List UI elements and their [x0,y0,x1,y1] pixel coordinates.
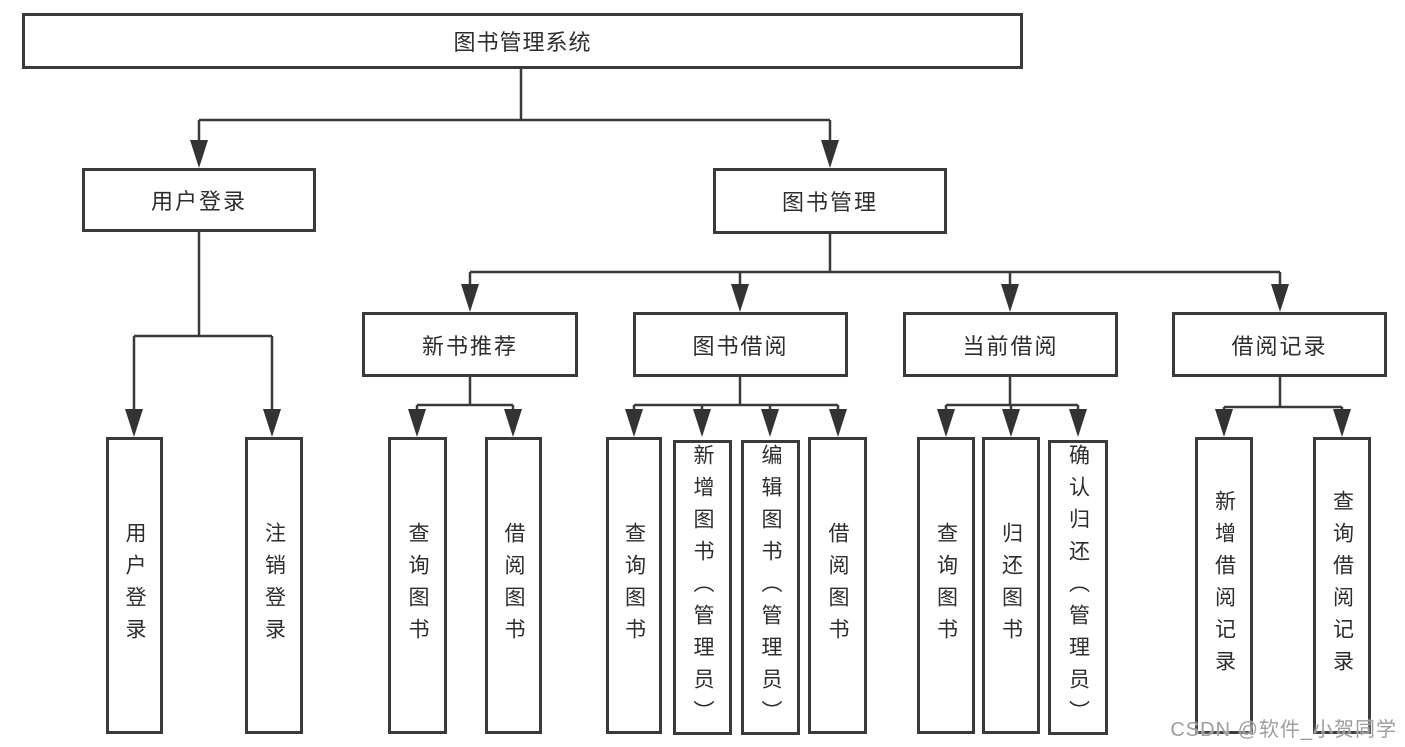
leaf-records-add-record-label: 新增借阅记录 [1212,489,1236,682]
leaf-borrow-borrow-books-label: 借阅图书 [826,521,850,650]
node-user-login-label: 用户登录 [150,189,247,214]
node-borrow-records-label: 借阅记录 [1231,333,1328,359]
node-current-borrow: 当前借阅 [903,312,1118,377]
leaf-user-login: 用户登录 [106,437,163,734]
leaf-recommend-query-books-label: 查询图书 [406,521,430,650]
leaf-recommend-borrow-books-label: 借阅图书 [502,521,526,650]
leaf-current-query-books-label: 查询图书 [934,521,958,650]
leaf-borrow-edit-book-admin-label: 编辑图书（管理员） [759,443,783,732]
leaf-current-return-books-label: 归还图书 [999,521,1023,650]
node-borrow-records: 借阅记录 [1172,312,1387,377]
leaf-logout: 注销登录 [245,437,303,734]
node-book-management-label: 图书管理 [781,190,878,215]
node-root: 图书管理系统 [22,13,1023,69]
leaf-current-query-books: 查询图书 [917,437,975,734]
node-book-borrow: 图书借阅 [633,312,848,377]
leaf-records-add-record: 新增借阅记录 [1195,437,1253,734]
leaf-borrow-edit-book-admin: 编辑图书（管理员） [741,440,800,735]
node-book-borrow-label: 图书借阅 [692,333,789,359]
leaf-borrow-add-book-admin-label: 新增图书（管理员） [691,443,715,732]
leaf-borrow-borrow-books: 借阅图书 [808,437,867,734]
leaf-borrow-query-books: 查询图书 [606,437,662,734]
node-book-management: 图书管理 [713,168,947,234]
node-root-label: 图书管理系统 [453,30,592,55]
leaf-borrow-query-books-label: 查询图书 [622,521,646,650]
leaf-logout-label: 注销登录 [262,521,286,650]
node-current-borrow-label: 当前借阅 [962,333,1059,359]
leaf-borrow-add-book-admin: 新增图书（管理员） [673,440,732,735]
leaf-current-return-books: 归还图书 [982,437,1040,734]
arrowheads [125,140,1351,437]
node-new-book-recommend-label: 新书推荐 [421,333,518,359]
leaf-current-confirm-return-admin: 确认归还（管理员） [1048,440,1108,735]
leaf-records-query-record: 查询借阅记录 [1313,437,1371,734]
leaf-current-confirm-return-admin-label: 确认归还（管理员） [1066,443,1090,732]
node-new-book-recommend: 新书推荐 [362,312,578,377]
leaf-recommend-borrow-books: 借阅图书 [485,437,542,734]
leaf-records-query-record-label: 查询借阅记录 [1330,489,1354,682]
leaf-recommend-query-books: 查询图书 [388,437,447,734]
leaf-user-login-label: 用户登录 [123,521,147,650]
node-user-login: 用户登录 [82,168,316,232]
csdn-watermark: CSDN @软件_小贺同学 [1170,719,1397,741]
